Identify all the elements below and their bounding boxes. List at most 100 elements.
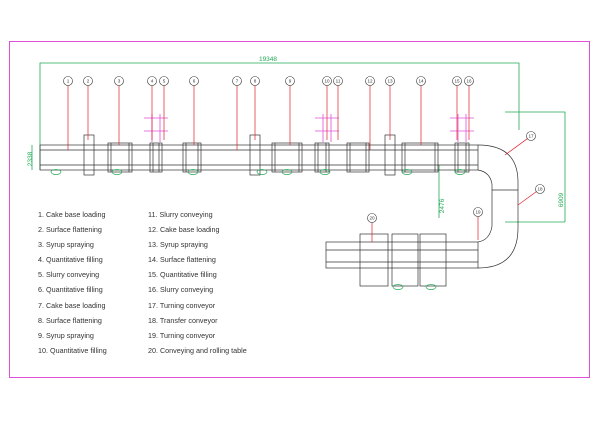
- callout-number: 8: [254, 79, 257, 84]
- drawing-frame: [9, 41, 590, 378]
- flattening-unit: [249, 134, 261, 176]
- callout-circle: [63, 76, 73, 86]
- legend-item: 18. Transfer conveyor: [148, 315, 218, 325]
- legend-item: 15. Quantitative filling: [148, 270, 217, 280]
- legend-item: 11. Slurry conveying: [148, 210, 213, 219]
- legend-item: 5. Slurry conveying: [38, 270, 100, 280]
- filling-unit: [107, 142, 133, 173]
- callout-number: 18: [537, 187, 543, 192]
- callout-circle: [322, 76, 332, 86]
- flattening-unit: [384, 134, 396, 176]
- callout-circle: [159, 76, 169, 86]
- foot-marker: [50, 169, 62, 175]
- spray-gantry: [144, 114, 168, 142]
- callout-number: 7: [236, 79, 239, 84]
- callout-leader: [517, 191, 537, 206]
- turning-conveyor-outer: [477, 144, 519, 269]
- legend-item: 17. Turning conveyor: [148, 300, 216, 310]
- filling-unit: [454, 142, 470, 173]
- legend-item: 20. Conveying and rolling table: [148, 345, 247, 355]
- callout-number: 15: [454, 79, 460, 84]
- legend-item: 10. Quantitative filling: [38, 345, 107, 355]
- legend-item: 2. Surface flattening: [38, 225, 102, 235]
- machine-outlines: [39, 114, 519, 290]
- callout-circle: [250, 76, 260, 86]
- callout-number: 19: [475, 210, 481, 215]
- foot-marker: [111, 169, 123, 175]
- callout-circle: [147, 76, 157, 86]
- dim-inner-height: 2476: [439, 198, 446, 213]
- callout-circle: [452, 76, 462, 86]
- callout-number: 10: [324, 79, 330, 84]
- table-cabinet: [391, 233, 419, 287]
- callout-circle: [416, 76, 426, 86]
- foot-marker: [319, 169, 331, 175]
- callout-circle: [367, 213, 377, 223]
- flattening-unit: [83, 134, 95, 176]
- callout-circle: [526, 131, 536, 141]
- legend-item: 8. Surface flattening: [38, 315, 102, 325]
- legend-item: 12. Cake base loading: [148, 225, 220, 235]
- legend-right: 11. Slurry conveying 12. Cake base loadin…: [148, 207, 247, 358]
- legend-left: 1. Cake base loading 2. Surface flattenin…: [38, 207, 107, 358]
- filling-unit: [271, 142, 303, 173]
- spray-gantry: [450, 114, 474, 142]
- callout-circle: [473, 207, 483, 217]
- callout-circle: [232, 76, 242, 86]
- callout-number: 4: [151, 79, 154, 84]
- callout-number: 9: [289, 79, 292, 84]
- callout-number: 2: [87, 79, 90, 84]
- legend-item: 16. Slurry conveying: [148, 285, 214, 295]
- callout-number: 14: [418, 79, 424, 84]
- callout-circle: [464, 76, 474, 86]
- legend-item: 19. Turning conveyor: [148, 330, 216, 340]
- callout-circle: [285, 76, 295, 86]
- turning-conveyor-inner: [477, 169, 493, 243]
- foot-marker: [454, 169, 466, 175]
- callout-circle: [535, 184, 545, 194]
- callout-number: 1: [67, 79, 70, 84]
- callout-circle: [365, 76, 375, 86]
- callout-number: 17: [528, 134, 534, 139]
- callout-circle: [114, 76, 124, 86]
- main-conveyor: [39, 144, 479, 171]
- dim-total-length: 19348: [259, 56, 277, 63]
- filling-unit: [314, 142, 330, 173]
- foot-marker: [425, 284, 437, 290]
- callout-number: 13: [387, 79, 393, 84]
- filling-unit: [401, 142, 439, 173]
- callout-leaders: [67, 85, 537, 242]
- legend-item: 1. Cake base loading: [38, 210, 106, 219]
- legend-item: 14. Surface flattening: [148, 255, 216, 265]
- callout-circle: [385, 76, 395, 86]
- foot-marker: [401, 169, 413, 175]
- callout-circle: [333, 76, 343, 86]
- callout-circle: [83, 76, 93, 86]
- filling-unit: [346, 142, 370, 173]
- callout-number: 20: [369, 216, 375, 221]
- callout-circle: [189, 76, 199, 86]
- legend-item: 4. Quantitative filling: [38, 255, 103, 265]
- dim-right-height: 6909: [558, 192, 565, 207]
- filling-unit: [182, 142, 202, 173]
- foot-marker: [281, 169, 293, 175]
- legend-item: 9. Syrup spraying: [38, 330, 94, 340]
- legend-item: 6. Quantitative filling: [38, 285, 103, 295]
- callout-leader: [504, 138, 528, 156]
- legend-item: 3. Syrup spraying: [38, 240, 94, 250]
- filling-unit: [149, 142, 163, 173]
- callout-number: 6: [193, 79, 196, 84]
- callout-number: 5: [163, 79, 166, 84]
- foot-marker: [256, 169, 268, 175]
- callout-number: 3: [118, 79, 121, 84]
- callout-number: 12: [367, 79, 373, 84]
- callout-number: 11: [336, 79, 341, 84]
- foot-marker: [187, 169, 199, 175]
- dimension-lines: [31, 62, 566, 223]
- table-cabinet: [359, 233, 389, 287]
- foot-marker: [392, 284, 404, 290]
- callout-number: 16: [466, 79, 472, 84]
- dim-left-height: 2338: [27, 151, 34, 166]
